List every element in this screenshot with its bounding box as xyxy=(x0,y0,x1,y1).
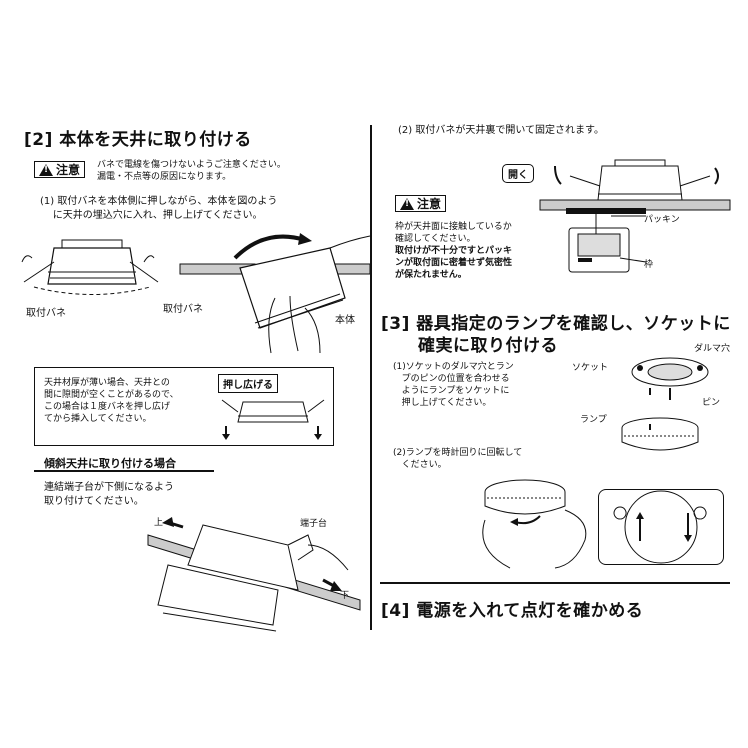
caution-label: 注意 xyxy=(56,163,81,177)
slanted-heading: 傾斜天井に取り付ける場合 xyxy=(44,457,176,470)
slanted-text: 連結端子台が下側になるよう 取り付けてください。 xyxy=(44,482,174,507)
step2-text: (2) 取付バネが天井裏で開いて固定されます。 xyxy=(398,125,605,136)
caution-bold-text: 取付けが不十分ですとパッキ ンが取付面に密着せず気密性 が保たれません。 xyxy=(395,246,513,280)
label-pin: ピン xyxy=(702,398,721,408)
spring-open-illustration xyxy=(539,159,731,211)
section2-heading: [2] 本体を天井に取り付ける xyxy=(24,130,252,150)
label-spring-center: 取付バネ xyxy=(163,304,203,315)
label-daruma: ダルマ穴 xyxy=(694,344,731,354)
label-socket: ソケット xyxy=(572,363,609,373)
rotate-lamp-illustration xyxy=(482,479,587,569)
section-divider xyxy=(380,582,730,584)
socket-lamp-illustration xyxy=(621,357,709,451)
step1-text: (1) 取付バネを本体側に押しながら、本体を図のよう に天井の埋込穴に入れ、押し… xyxy=(40,196,278,221)
install-hands-illustration xyxy=(179,233,371,354)
section3-step1-text: (1)ソケットのダルマ穴とラン プのピンの位置を合わせる ようにランプをソケット… xyxy=(393,362,514,408)
section4-heading: [4] 電源を入れて点灯を確かめる xyxy=(381,601,644,621)
caution-badge-right: 注意 xyxy=(395,195,447,212)
packing-detail-illustration xyxy=(566,208,647,273)
label-terminal: 端子台 xyxy=(300,519,328,529)
open-label: 開く xyxy=(502,164,534,183)
label-up: 上 xyxy=(154,518,164,528)
warning-icon xyxy=(39,163,53,176)
caution-badge: 注意 xyxy=(34,161,86,178)
caution-text-right: 枠が天井面に接触しているか 確認してください。 xyxy=(395,222,512,244)
section3-step2-text: (2)ランプを時計回りに回転して ください。 xyxy=(393,448,523,470)
push-open-label: 押し広げる xyxy=(223,380,273,391)
slanted-heading-box xyxy=(34,454,214,472)
thin-ceiling-note xyxy=(34,367,334,446)
column-divider xyxy=(370,125,372,630)
label-body: 本体 xyxy=(335,315,355,326)
section3-heading-line2: 確実に取り付ける xyxy=(418,336,558,356)
label-spring-left: 取付バネ xyxy=(26,308,66,319)
lamp-top-view xyxy=(598,489,724,565)
lamp-top-view-illustration xyxy=(613,490,707,564)
thin-ceiling-text: 天井材厚が薄い場合、天井との 間に隙間が空くことがあるので、 この場合は１度バネ… xyxy=(44,378,179,424)
label-lamp: ランプ xyxy=(580,415,607,425)
push-open-illustration xyxy=(221,399,325,440)
caution-label-right: 注意 xyxy=(417,197,442,211)
label-frame: 枠 xyxy=(644,260,654,270)
fixture-springs-illustration xyxy=(21,239,159,295)
section3-heading-line1: [3] 器具指定のランプを確認し、ソケットに xyxy=(381,314,731,334)
label-down: 下 xyxy=(340,591,350,601)
caution-text: バネで電線を傷つけないようご注意ください。 漏電・不点等の原因になります。 xyxy=(97,160,286,182)
push-open-label-box: 押し広げる xyxy=(218,374,278,393)
label-packing: パッキン xyxy=(644,215,680,225)
warning-icon xyxy=(400,197,414,210)
slanted-ceiling-illustration xyxy=(147,517,361,632)
